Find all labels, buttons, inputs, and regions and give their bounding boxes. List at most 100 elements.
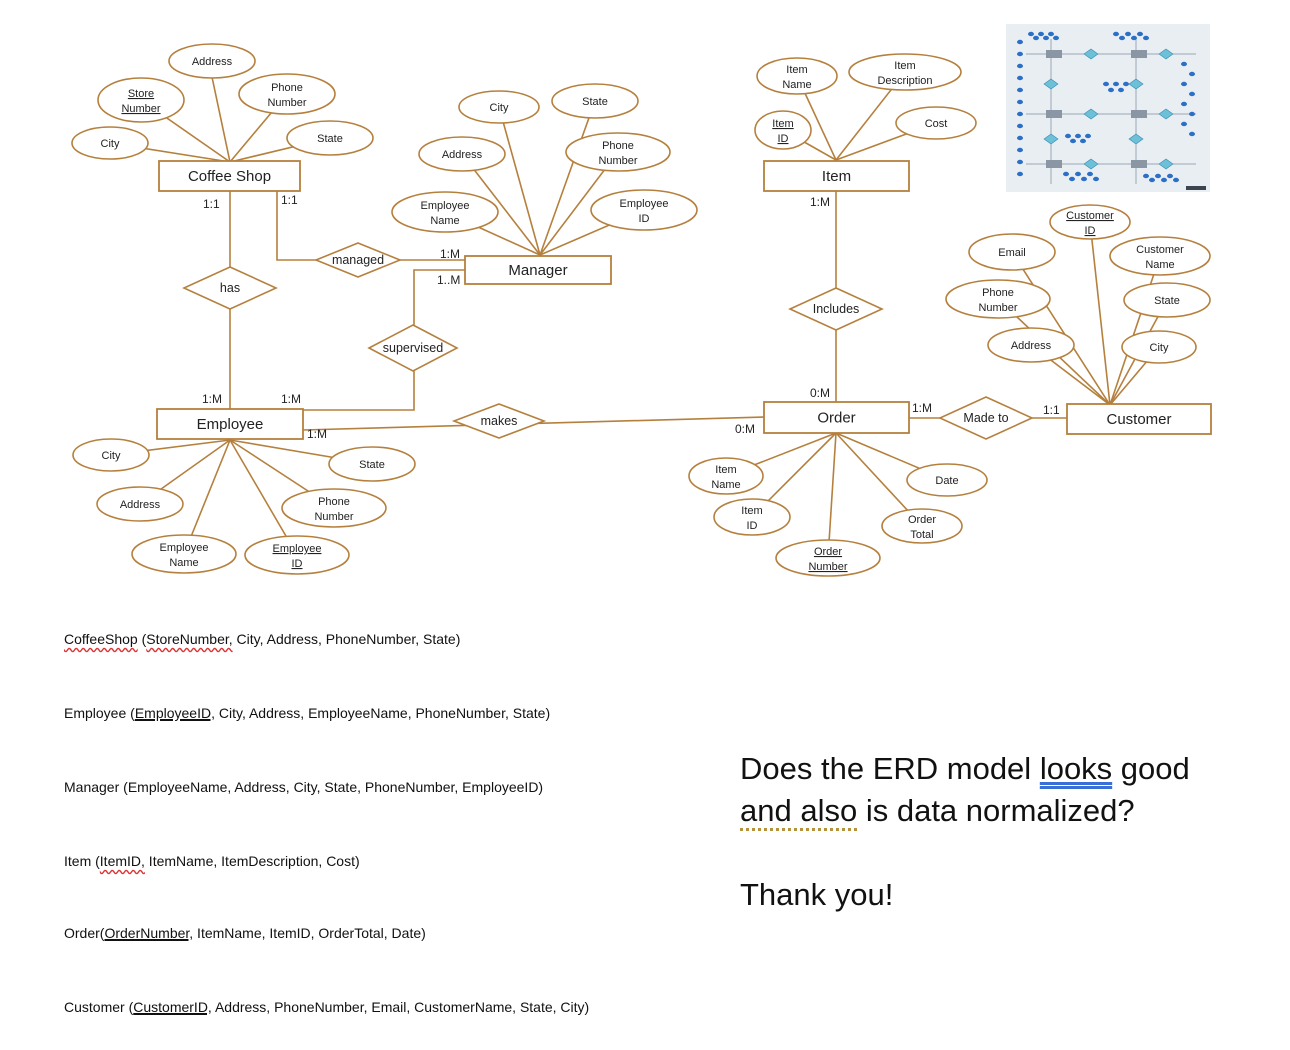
thumbnail-relationship	[1128, 78, 1144, 90]
cardinality-emp-supervised: 1:M	[281, 392, 301, 406]
thumbnail-attribute	[1189, 91, 1195, 97]
attribute-label-cust-address: Address	[1011, 340, 1052, 352]
attr-link-coffee-shop-0	[211, 76, 231, 163]
entity-customer	[1066, 403, 1212, 435]
relationship-label-supervised: supervised	[383, 341, 443, 355]
attribute-label-cs-store-number-2: Number	[121, 103, 160, 115]
attribute-label-cs-address: Address	[192, 56, 233, 68]
attribute-mgr-state	[551, 83, 639, 119]
attribute-label-emp-address: Address	[120, 499, 161, 511]
attribute-ord-item-name	[688, 457, 764, 495]
primary-key: ItemID,	[99, 853, 145, 869]
thumbnail-relationship	[1128, 133, 1144, 145]
attribute-label-cust-state: State	[1154, 295, 1180, 307]
thumbnail-attribute	[1113, 31, 1119, 37]
attribute-label-ord-number-2: Number	[808, 561, 847, 573]
attribute-cust-city	[1121, 330, 1197, 364]
attribute-cs-city	[71, 126, 149, 160]
relationship-includes	[788, 287, 884, 331]
attribute-label-item-name-2: Name	[782, 79, 811, 91]
attribute-label-ord-item-id-1: Item	[741, 505, 762, 517]
thumbnail-watermark	[1186, 186, 1206, 190]
entity-order	[763, 401, 910, 434]
thumbnail-attribute	[1093, 176, 1099, 182]
entity-coffee-shop	[158, 160, 301, 192]
thumbnail-attribute	[1118, 87, 1124, 93]
thumbnail-attribute	[1137, 31, 1143, 37]
thumbnail-attribute	[1017, 159, 1023, 165]
attribute-ord-date	[906, 463, 988, 497]
thanks-text: Thank you!	[740, 877, 894, 912]
thumbnail-attribute	[1119, 35, 1125, 41]
attribute-label-cs-phone-1: Phone	[271, 82, 303, 94]
attribute-label-emp-phone-1: Phone	[318, 496, 350, 508]
thumbnail-attribute	[1189, 111, 1195, 117]
thumbnail-attribute	[1189, 71, 1195, 77]
attribute-label-emp-phone-2: Number	[314, 511, 353, 523]
entity-manager	[464, 255, 612, 285]
thumbnail-attribute	[1125, 31, 1131, 37]
attribute-label-cust-phone-1: Phone	[982, 287, 1014, 299]
relation-name: Manager	[64, 779, 120, 795]
thumbnail-attribute	[1167, 173, 1173, 179]
thumbnail-attribute	[1155, 173, 1161, 179]
thumbnail-attribute	[1038, 31, 1044, 37]
thumbnail-entity	[1046, 50, 1062, 58]
attribute-label-mgr-emp-name-1: Employee	[421, 200, 470, 212]
thumbnail-attribute	[1017, 51, 1023, 57]
thumbnail-relationship	[1083, 48, 1099, 60]
attribute-cust-address	[987, 327, 1075, 363]
relationship-made-to	[938, 396, 1034, 440]
attr-link-customer-1	[1011, 251, 1111, 406]
attribute-ord-item-id	[713, 498, 791, 536]
relation-item: Item (ItemID, ItemName, ItemDescription,…	[64, 853, 360, 869]
thumbnail-attribute	[1143, 173, 1149, 179]
thumbnail-attribute	[1053, 35, 1059, 41]
thumbnail-attribute	[1123, 81, 1129, 87]
attribute-label-cust-phone-2: Number	[978, 302, 1017, 314]
cardinality-cs-managed: 1:1	[281, 193, 298, 207]
attribute-ord-total	[881, 508, 963, 544]
primary-key: CustomerID,	[133, 999, 212, 1015]
thumbnail-attribute	[1087, 171, 1093, 177]
thumbnail-attribute	[1028, 31, 1034, 37]
attribute-label-item-id-2: ID	[778, 133, 789, 145]
relationship-makes	[451, 403, 547, 439]
entity-item	[763, 160, 910, 192]
relation-name: Employee	[64, 705, 127, 721]
thumbnail-attribute	[1181, 81, 1187, 87]
entity-label-item: Item	[822, 168, 851, 185]
thumbnail-attribute	[1033, 35, 1039, 41]
attribute-label-cust-name-1: Customer	[1136, 244, 1184, 256]
thumbnail-relationship	[1158, 108, 1174, 120]
thumbnail-attribute	[1085, 133, 1091, 139]
attribute-mgr-emp-name	[391, 191, 499, 233]
thumbnail-attribute	[1149, 177, 1155, 183]
entity-label-coffee-shop: Coffee Shop	[188, 168, 271, 185]
thumbnail-relationship	[1083, 158, 1099, 170]
thumbnail-attribute	[1131, 35, 1137, 41]
cardinality-mgr-managed: 1:M	[440, 247, 460, 261]
attribute-label-cust-id-1: Customer	[1066, 210, 1114, 222]
attr-link-manager-0	[498, 106, 541, 256]
attribute-cs-store-number	[97, 77, 185, 123]
primary-key: OrderNumber,	[104, 925, 194, 941]
thumbnail-attribute	[1043, 35, 1049, 41]
attribute-cs-address	[168, 43, 256, 79]
relation-name: Item	[64, 853, 92, 869]
attribute-label-cs-city: City	[101, 138, 120, 150]
relationship-label-includes: Includes	[813, 302, 860, 316]
attribute-label-emp-name-1: Employee	[160, 542, 209, 554]
thumbnail-background	[1006, 24, 1210, 192]
relationship-has	[182, 266, 278, 310]
cardinality-cs-has: 1:1	[203, 197, 220, 211]
thumbnail-attribute	[1069, 176, 1075, 182]
relation-name: CoffeeShop	[64, 631, 138, 647]
primary-key: EmployeeID,	[134, 705, 215, 721]
relation-coffeeshop: CoffeeShop (StoreNumber, City, Address, …	[64, 631, 461, 647]
attribute-label-item-desc-2: Description	[877, 75, 932, 87]
cardinality-order-includes: 0:M	[810, 386, 830, 400]
relation-name: Customer	[64, 999, 125, 1015]
attribute-label-mgr-emp-id-1: Employee	[620, 198, 669, 210]
